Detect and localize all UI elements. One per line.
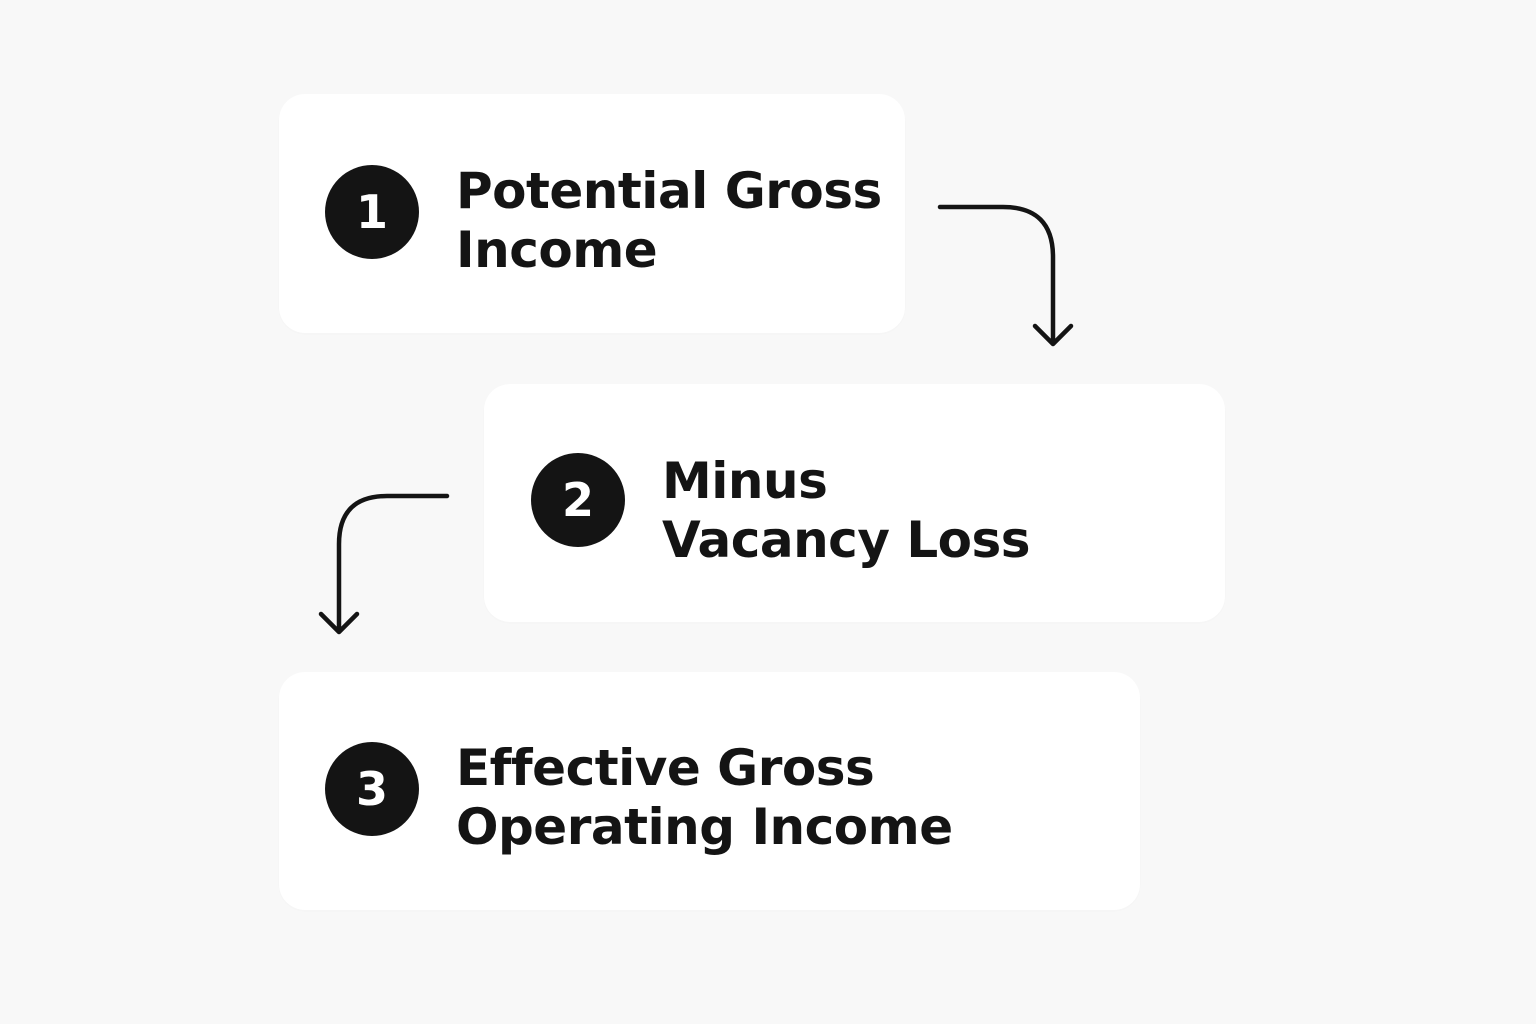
step-label-1-line-1: Potential Gross [456,162,882,220]
step-number-badge-3: 3 [325,742,419,836]
step-label-3: Effective Gross Operating Income [456,739,953,857]
curved-arrow-down-left-icon [318,493,450,635]
step-label-3-line-1: Effective Gross [456,739,875,797]
step-label-3-line-2: Operating Income [456,798,953,856]
step-label-2-line-2: Vacancy Loss [662,511,1031,569]
step-number-badge-1: 1 [325,165,419,259]
step-label-2: Minus Vacancy Loss [662,452,1031,570]
step-card-2: 2 Minus Vacancy Loss [484,384,1225,622]
step-label-2-line-1: Minus [662,452,828,510]
curved-arrow-down-right-icon [937,204,1074,347]
step-card-1: 1 Potential Gross Income [279,94,905,333]
step-label-1-line-2: Income [456,221,658,279]
step-number-badge-2: 2 [531,453,625,547]
step-label-1: Potential Gross Income [456,162,882,280]
step-card-3: 3 Effective Gross Operating Income [279,672,1140,910]
